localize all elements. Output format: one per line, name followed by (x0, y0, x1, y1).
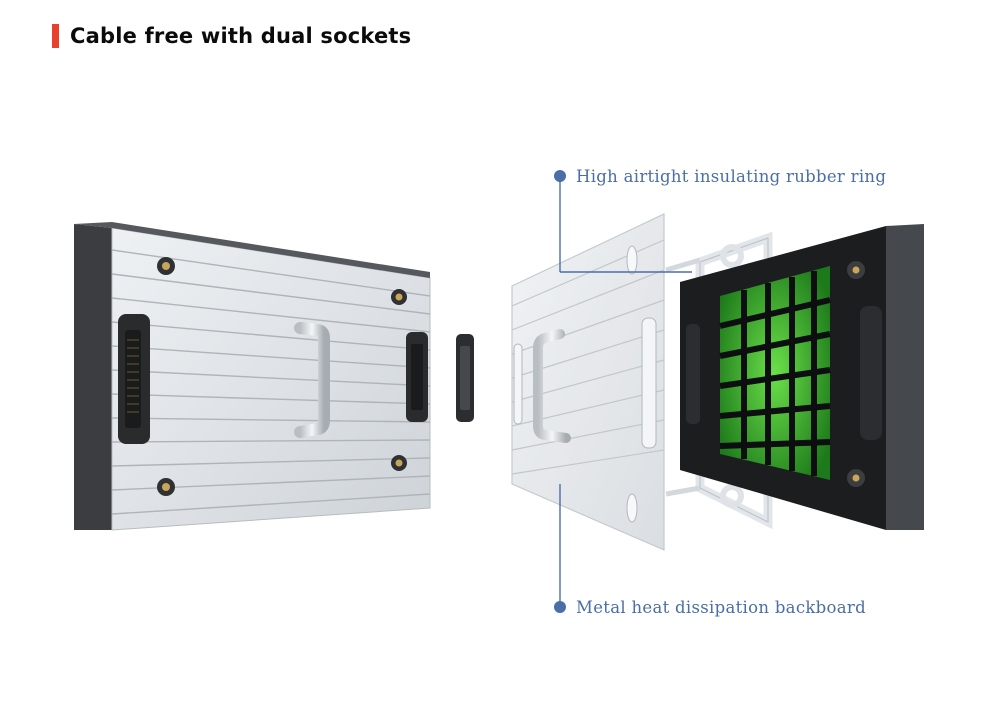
callout-bottom-label: Metal heat dissipation backboard (576, 598, 866, 617)
left-power-socket (118, 314, 150, 444)
page-heading: Cable free with dual sockets (52, 22, 411, 50)
right-power-socket (406, 332, 428, 422)
callout-top: High airtight insulating rubber ring (554, 167, 886, 273)
callout-bottom-dot (554, 601, 566, 613)
callout-bottom: Metal heat dissipation backboard (554, 484, 866, 617)
cabinet-grooves (111, 249, 431, 515)
cabinet-right-frame (886, 224, 924, 530)
cabinet-handle (294, 322, 330, 438)
interior-left-socket (686, 324, 700, 424)
metal-heat-dissipation-backboard (511, 213, 665, 551)
socket-connector-module (456, 334, 474, 422)
led-module-grid (719, 266, 831, 480)
cabinet-led-interior (680, 224, 924, 530)
assembled-cabinet (74, 222, 431, 531)
interior-right-socket (860, 306, 882, 440)
cabinet-side-frame (74, 224, 112, 530)
callout-top-dot (554, 170, 566, 182)
page-title: Cable free with dual sockets (70, 24, 412, 48)
backboard-handle (533, 329, 571, 443)
heading-accent-bar (52, 24, 59, 48)
callout-top-label: High airtight insulating rubber ring (576, 167, 886, 186)
cabinet-locks (157, 257, 407, 496)
